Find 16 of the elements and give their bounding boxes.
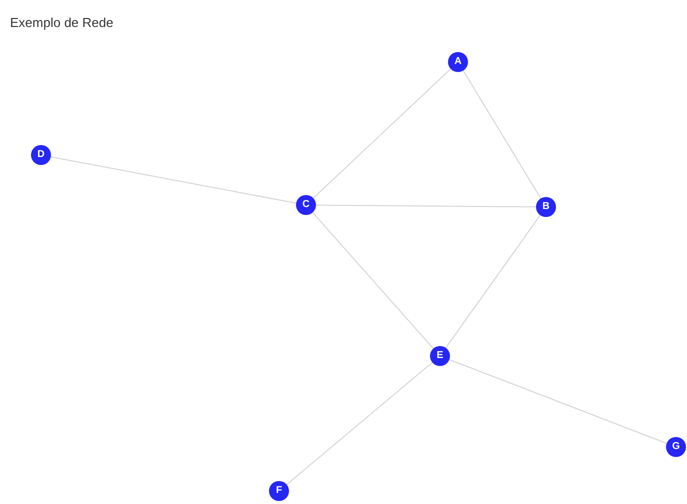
connector-line [312, 212, 434, 350]
connector-line [312, 68, 452, 199]
network-node: F [269, 481, 289, 501]
network-node: E [430, 346, 450, 366]
connector-line [448, 359, 668, 444]
network-node: B [536, 197, 556, 217]
connector-line [286, 362, 433, 486]
network-node: G [666, 437, 686, 457]
network-node: D [31, 145, 51, 165]
connector-line [316, 204, 536, 208]
network-node: C [296, 195, 316, 215]
diagram-title: Exemplo de Rede [10, 14, 114, 32]
connector-line [462, 70, 542, 199]
network-node: A [448, 52, 468, 72]
connector-line [445, 214, 541, 348]
connector-line [50, 156, 297, 204]
